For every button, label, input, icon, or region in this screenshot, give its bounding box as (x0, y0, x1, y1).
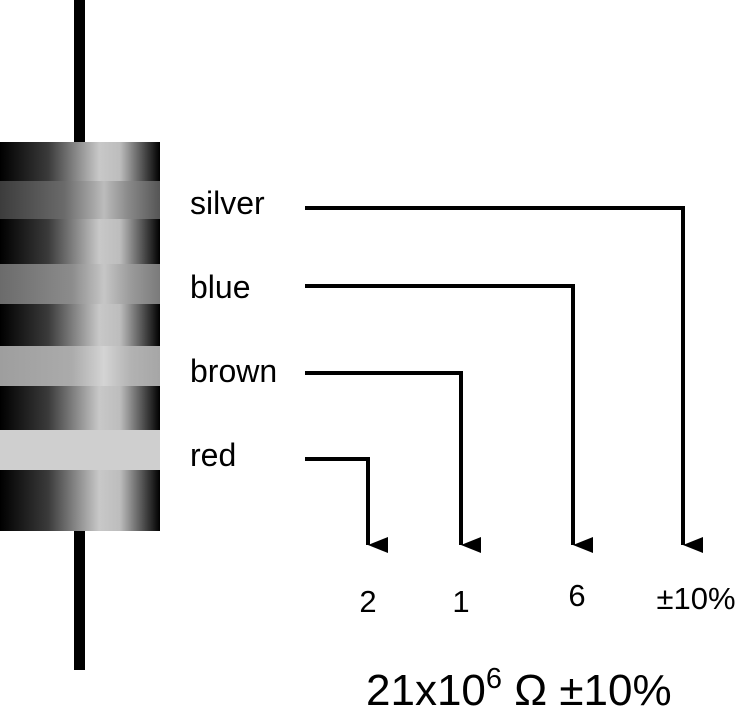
label-blue: blue (190, 269, 251, 305)
leader-line-blue (305, 284, 593, 553)
label-silver: silver (190, 185, 265, 221)
resistance-result: 21x106 Ω ±10% (366, 663, 672, 715)
leader-line-brown (305, 371, 481, 553)
band-blue (0, 264, 160, 304)
label-brown: brown (190, 353, 277, 389)
value-blue-multiplier: 6 (568, 578, 585, 613)
band-silver (0, 181, 160, 219)
result-mantissa: 21x10 (366, 666, 486, 715)
label-red: red (190, 437, 236, 473)
result-exponent: 6 (486, 663, 502, 695)
leader-line-silver (305, 206, 703, 553)
value-red-digit: 2 (359, 584, 376, 619)
value-brown-digit: 1 (452, 584, 469, 619)
leader-line-red (305, 457, 388, 553)
band-red (0, 430, 160, 470)
resistor-lead-bottom (74, 530, 85, 670)
result-unit-tolerance: Ω ±10% (502, 666, 672, 715)
resistor-lead-top (74, 0, 85, 142)
value-silver-tolerance: ±10% (656, 581, 735, 616)
band-brown (0, 346, 160, 386)
